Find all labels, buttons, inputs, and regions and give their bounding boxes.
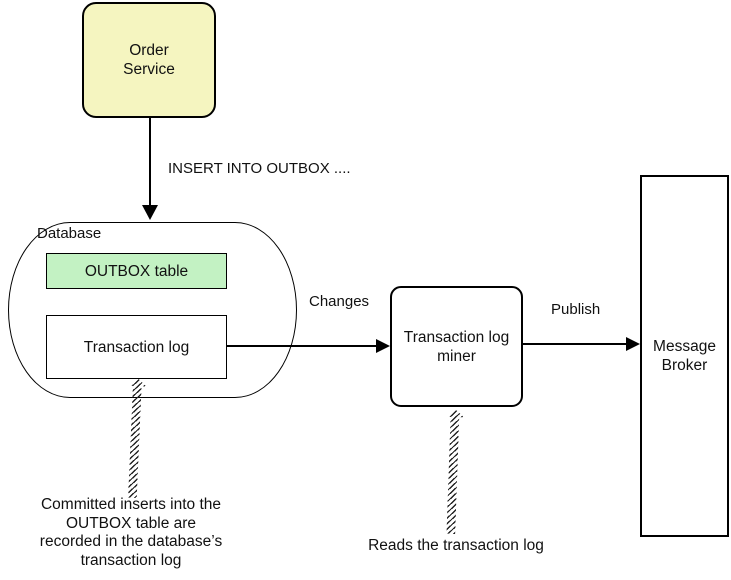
node-transaction-log: Transaction log xyxy=(46,315,227,379)
node-order-service: Order Service xyxy=(82,2,216,118)
outbox-annotation-text: Committed inserts into the OUTBOX table … xyxy=(39,496,223,569)
reads-annotation-text: Reads the transaction log xyxy=(368,537,544,554)
publish-arrow-line xyxy=(523,343,629,346)
insert-arrowhead-icon xyxy=(142,205,158,220)
publish-arrowhead-icon xyxy=(626,337,640,351)
node-outbox-table: OUTBOX table xyxy=(46,253,227,289)
changes-arrowhead-icon xyxy=(376,339,390,353)
insert-arrow-line xyxy=(149,118,151,208)
hatched-connector-reads-note xyxy=(442,409,464,535)
changes-arrow-line xyxy=(227,345,379,348)
insert-edge-label: INSERT INTO OUTBOX .... xyxy=(168,160,351,177)
changes-edge-label: Changes xyxy=(309,293,370,310)
node-transaction-log-miner: Transaction log miner xyxy=(390,286,523,407)
database-label: Database xyxy=(37,225,102,242)
publish-edge-label: Publish xyxy=(551,301,601,318)
node-message-broker: Message Broker xyxy=(640,175,729,537)
